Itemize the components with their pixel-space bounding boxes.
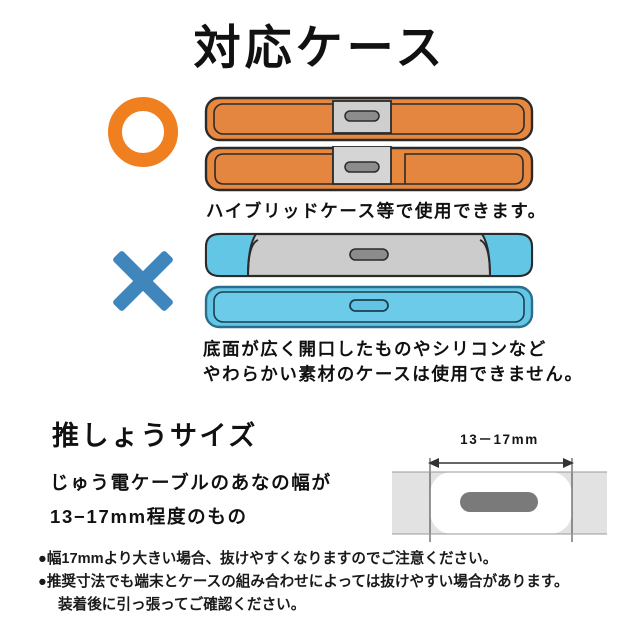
hybrid-case-with-port-window (204, 96, 534, 142)
dimension-diagram: 13－17mm (392, 428, 607, 546)
size-section-body: じゅう電ケーブルのあなの幅が 13−17mm程度のもの (50, 466, 332, 534)
size-section-heading: 推しょうサイズ (52, 421, 258, 451)
page-title: 対応ケース (193, 21, 447, 74)
size-body-line-1: じゅう電ケーブルのあなの幅が (50, 472, 332, 493)
silicone-soft-case (204, 285, 534, 329)
dimension-label: 13－17mm (460, 432, 539, 447)
ng-caption-line-1: 底面が広く開口したものやシリコンなど (203, 339, 547, 359)
cross-ng-mark (108, 246, 178, 316)
ng-caption: 底面が広く開口したものやシリコンなど やわらかい素材のケースは使用できません。 (203, 337, 584, 388)
ng-caption-line-2: やわらかい素材のケースは使用できません。 (203, 364, 584, 385)
ok-caption: ハイブリッドケース等で使用できます。 (206, 201, 547, 221)
circle-ok-mark (108, 97, 178, 167)
size-body-line-2: 13−17mm程度のもの (50, 506, 248, 528)
note-item-1: ●幅17mmより大きい場合、抜けやすくなりますのでご注意ください。 (38, 551, 498, 567)
wide-open-bottom-case (204, 232, 534, 278)
hybrid-case-with-notch-cutout (204, 146, 534, 192)
notes-list: ●幅17mmより大きい場合、抜けやすくなりますのでご注意ください。 ●推奨寸法で… (38, 548, 618, 617)
note-item-2: ●推奨寸法でも端末とケースの組み合わせによっては抜けやすい場合があります。 (38, 574, 569, 591)
note-item-2-continuation: 装着後に引っ張ってご確認ください。 (58, 597, 306, 614)
